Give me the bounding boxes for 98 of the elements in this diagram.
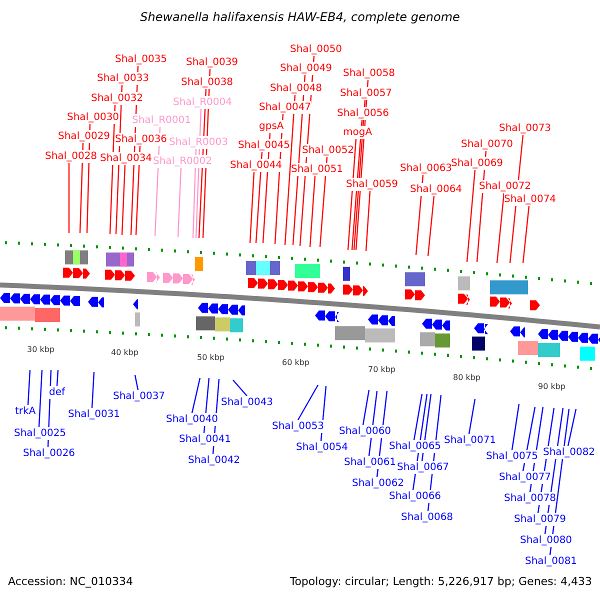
gene-label: Shal_0077 [499,471,552,484]
gene-label: Shal_0062 [352,477,404,490]
gene-label: Shal_0056 [337,107,390,120]
leader-line [191,378,201,414]
leader-line [365,190,371,252]
gene-label: Shal_0081 [525,555,578,568]
gene-label: Shal_R0001 [132,114,191,127]
leader-line [511,404,520,450]
scale-label: 90 kbp [538,381,566,393]
gene-label: gpsA [259,120,284,133]
leader-line [362,390,370,426]
leader-line [232,380,248,396]
leader-line [413,394,423,440]
leader-line [466,170,476,262]
scale-label: 60 kbp [282,357,310,369]
gene-label: Shal_0079 [514,513,566,526]
leader-line [496,192,505,264]
leader-line [38,370,43,428]
gene-label: Shal_0065 [389,440,442,453]
gene-label: Shal_R0004 [173,96,232,109]
gene-label: Shal_0053 [272,420,324,433]
gene-label: Shal_0044 [230,159,282,172]
gene-label: Shal_0039 [186,56,238,69]
gene-label: Shal_0078 [504,492,556,505]
leader-line [192,148,197,238]
gene-label: Shal_0066 [389,490,442,503]
gene-label: Shal_0058 [343,67,396,80]
gene-label: Shal_0069 [451,157,504,170]
gene-label: Shal_0071 [444,434,496,447]
gene-label: Shal_0054 [296,441,348,454]
leader-line [134,374,139,390]
gene-label: Shal_0061 [344,456,396,469]
gene-label: Shal_0043 [221,396,274,409]
leader-line [309,176,316,248]
gene-label: Shal_0035 [115,53,168,66]
gene-label: Shal_0060 [339,425,392,438]
leader-line [56,370,59,386]
leader-line [347,138,357,250]
gene-label: Shal_0052 [302,144,354,157]
leader-line [319,156,328,248]
gene-label: Shal_0051 [291,163,344,176]
gene-label: Shal_R0003 [169,136,228,149]
leader-line [27,370,31,406]
leader-line [522,206,530,264]
gene-label: Shal_0068 [401,511,454,524]
leader-line [567,408,577,446]
leader-line [427,196,435,256]
gene-label: Shal_0049 [280,62,332,75]
gene-label: Shal_0036 [115,133,168,146]
leader-line [177,168,182,238]
scale-label: 50 kbp [197,352,225,364]
gene-label: Shal_R0002 [153,155,212,168]
footer-text: Accession: NC_010334 [8,575,134,589]
gene-label: Shal_0042 [188,454,240,467]
gene-label: Shal_0072 [479,180,532,193]
gene-label: Shal_0026 [23,447,76,460]
leader-line [297,384,319,420]
gene-label: Shal_0063 [400,162,452,175]
leader-line [249,172,255,244]
gene-label: Shal_0067 [397,461,450,474]
gene-label: Shal_0030 [67,111,120,124]
leader-line [468,398,476,434]
gene-label: Shal_0045 [238,139,290,152]
gene-label: Shal_0034 [100,152,152,165]
gene-label: Shal_0048 [270,82,322,95]
gene-label: Shal_0047 [259,101,312,114]
gene-label: Shal_0041 [179,433,232,446]
scale-label: 80 kbp [453,372,481,384]
scale-label: 40 kbp [111,347,139,359]
gene-label: Shal_0025 [14,427,66,440]
leader-line [91,372,95,408]
gene-label: mogA [343,126,372,139]
gene-label: Shal_0031 [68,408,120,421]
footer-text: Topology: circular; Length: 5,226,917 bp; Genes: 4,433 [290,575,592,589]
gene-label: Shal_0033 [97,72,150,85]
gene-label: Shal_0075 [486,450,538,463]
gene-label: Shal_0037 [113,390,166,403]
gene-label: Shal_0080 [520,534,572,547]
leader-line [284,94,296,246]
gene-label: Shal_0028 [45,150,98,163]
gene-label: Shal_0070 [461,138,514,151]
gene-label: Shal_0032 [91,92,144,105]
gene-label: def [49,386,66,399]
gene-label: Shal_0038 [181,76,234,89]
gene-label: Shal_0029 [58,130,110,143]
gene-label: Shal_0040 [166,413,218,426]
leader-line [68,163,70,233]
scale-label: 30 kbp [27,344,55,356]
leader-line [135,146,141,236]
gene-label: Shal_0082 [543,446,596,459]
gene-label: Shal_0074 [504,193,556,206]
gene-label: Shal_0073 [499,122,552,135]
gene-label: Shal_0050 [290,43,342,56]
gene-label: Shal_0059 [346,178,398,191]
gene-label: Shal_0057 [340,87,392,100]
leader-line [121,164,126,236]
scale-label: 70 kbp [368,364,396,376]
gene-label: Shal_0064 [410,183,462,196]
